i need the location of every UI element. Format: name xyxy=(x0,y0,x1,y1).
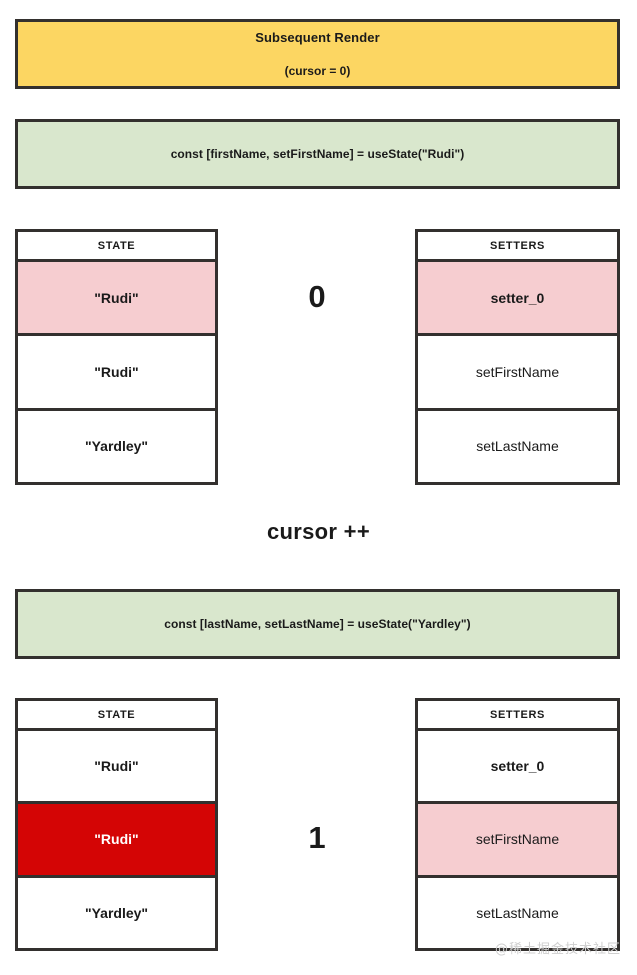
state-table-header: STATE xyxy=(18,232,215,262)
setters-table-step-one: SETTERS setter_0 setFirstName setLastNam… xyxy=(415,229,620,485)
render-banner-cursor-label: (cursor = 0) xyxy=(284,63,351,78)
code-banner-last-name: const [lastName, setLastName] = useState… xyxy=(15,589,620,659)
watermark: @稀土掘金技术社区 xyxy=(494,942,621,957)
code-line-last-name: const [lastName, setLastName] = useState… xyxy=(164,617,471,631)
code-line-first-name: const [firstName, setFirstName] = useSta… xyxy=(170,147,465,161)
table-row: setLastName xyxy=(418,877,617,948)
code-banner-first-name: const [firstName, setFirstName] = useSta… xyxy=(15,119,620,189)
state-table-step-one: STATE "Rudi" "Rudi" "Yardley" xyxy=(15,229,218,485)
cursor-value-step-one: 0 xyxy=(308,279,326,314)
cursor-value-step-two: 1 xyxy=(308,820,326,855)
table-row: "Rudi" xyxy=(18,731,215,805)
render-banner-title: Subsequent Render xyxy=(255,30,380,45)
table-row: setter_0 xyxy=(418,262,617,337)
table-row: "Yardley" xyxy=(18,877,215,948)
state-table-header: STATE xyxy=(18,701,215,731)
table-row: "Rudi" xyxy=(18,804,215,878)
setters-table-header: SETTERS xyxy=(418,701,617,731)
table-row: "Yardley" xyxy=(18,410,215,482)
table-row: setFirstName xyxy=(418,804,617,878)
table-row: setter_0 xyxy=(418,731,617,805)
setters-table-header: SETTERS xyxy=(418,232,617,262)
table-row: "Rudi" xyxy=(18,262,215,337)
subsequent-render-banner: Subsequent Render (cursor = 0) xyxy=(15,19,620,89)
table-row: setFirstName xyxy=(418,336,617,411)
table-row: setLastName xyxy=(418,410,617,482)
table-row: "Rudi" xyxy=(18,336,215,411)
state-table-step-two: STATE "Rudi" "Rudi" "Yardley" xyxy=(15,698,218,951)
cursor-increment-label: cursor ++ xyxy=(267,519,370,544)
setters-table-step-two: SETTERS setter_0 setFirstName setLastNam… xyxy=(415,698,620,951)
